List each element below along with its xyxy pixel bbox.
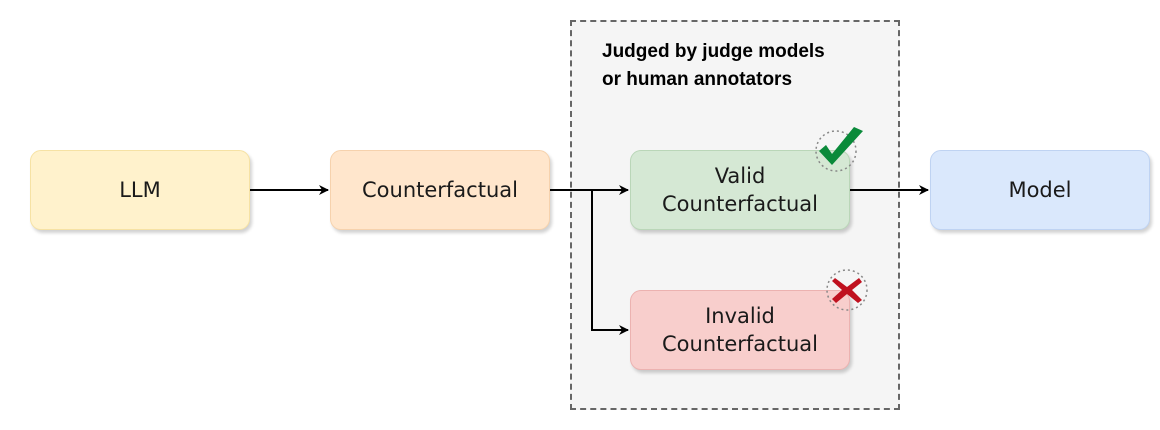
node-llm: LLM	[30, 150, 250, 230]
node-counterfactual-label: Counterfactual	[362, 178, 518, 202]
check-icon	[815, 127, 863, 172]
node-model-label: Model	[1008, 178, 1072, 202]
node-model: Model	[930, 150, 1150, 230]
node-invalid-label-line1: Invalid	[705, 304, 775, 328]
node-valid-label-line1: Valid	[714, 164, 766, 188]
cross-icon	[826, 269, 868, 311]
node-valid-label-line2: Counterfactual	[662, 192, 818, 216]
node-llm-label: LLM	[119, 178, 161, 202]
edge-counterfactual-to-invalid	[550, 189, 629, 335]
judge-region-title: Judged by judge models or human annotato…	[602, 38, 892, 94]
node-invalid-label-line2: Counterfactual	[662, 332, 818, 356]
judge-title-line1: Judged by judge models	[602, 41, 825, 62]
node-invalid-counterfactual: Invalid Counterfactual	[630, 290, 850, 370]
judge-title-line2: or human annotators	[602, 69, 793, 90]
node-valid-counterfactual: Valid Counterfactual	[630, 150, 850, 230]
node-counterfactual: Counterfactual	[330, 150, 550, 230]
